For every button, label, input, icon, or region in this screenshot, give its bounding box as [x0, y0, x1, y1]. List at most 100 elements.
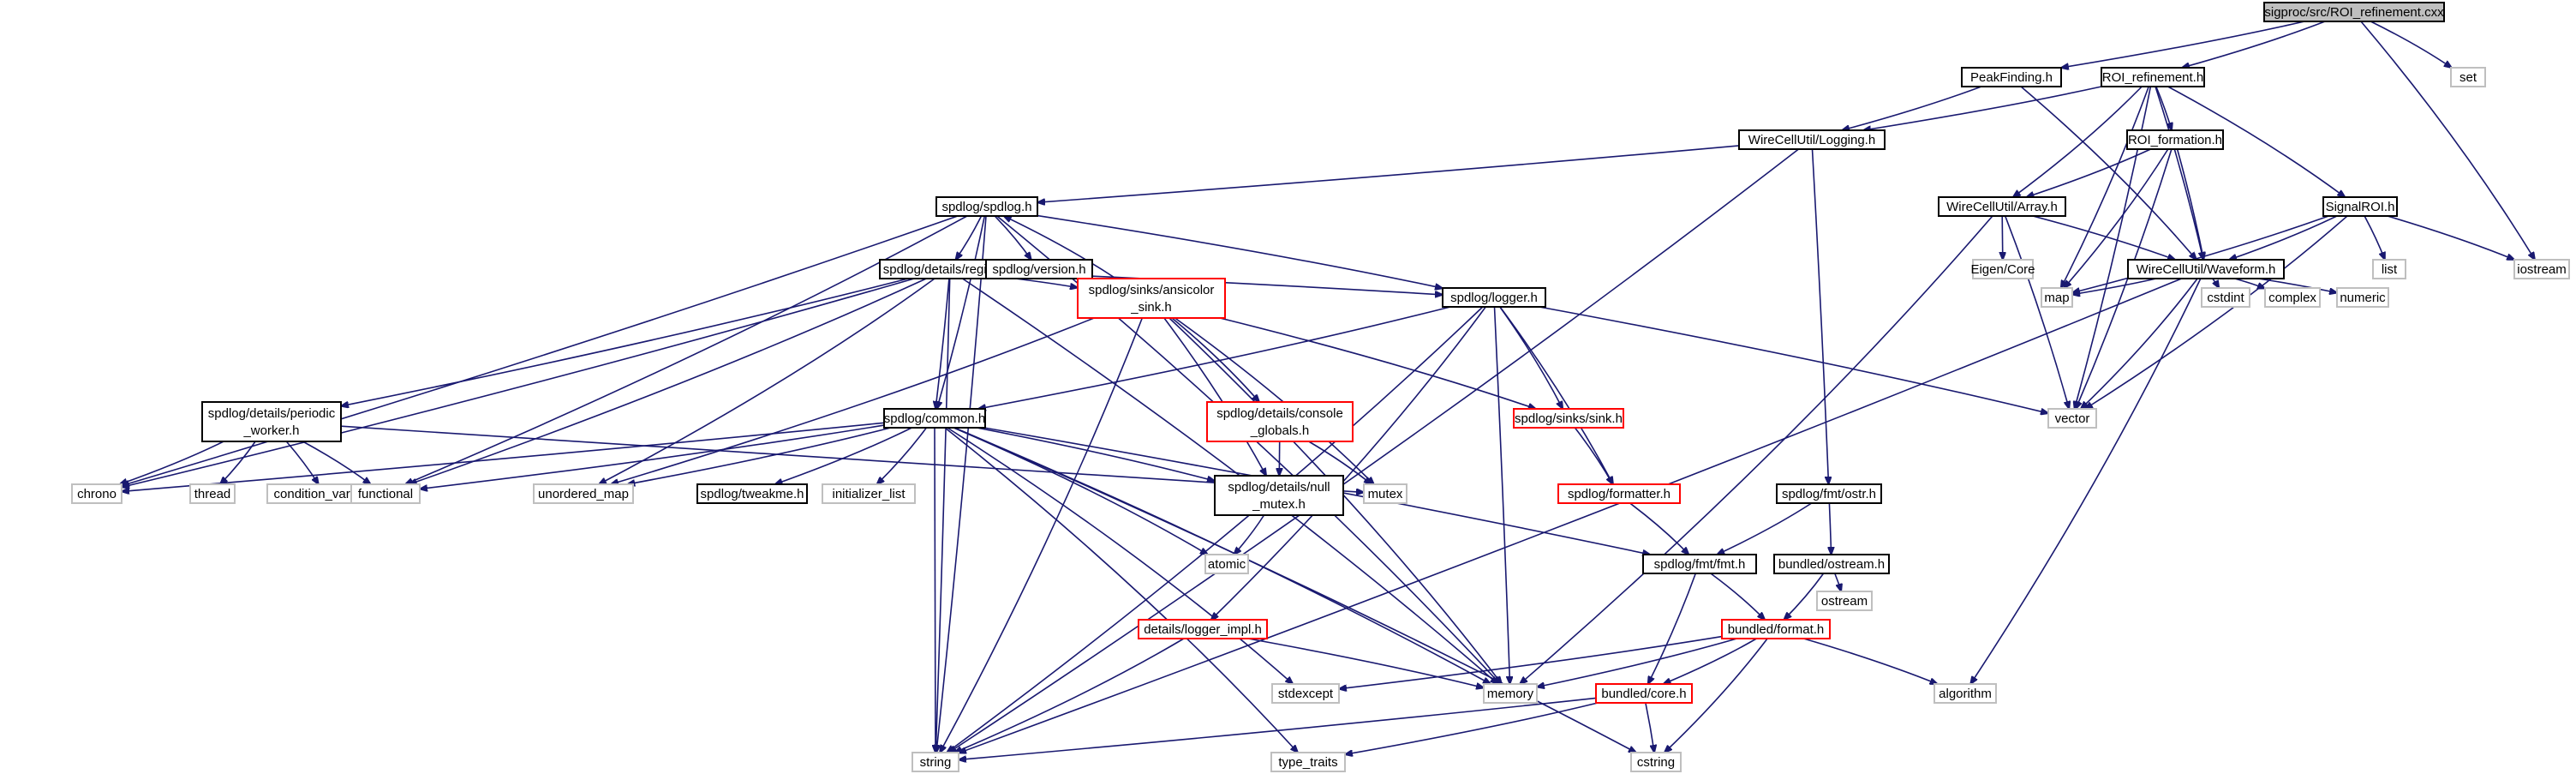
node-box-list[interactable]: [2372, 259, 2406, 279]
node-map[interactable]: map: [2041, 287, 2073, 308]
node-atomic[interactable]: atomic: [1204, 554, 1249, 574]
node-logging[interactable]: WireCellUtil/Logging.h: [1738, 129, 1886, 150]
node-box-chrono[interactable]: [71, 483, 123, 504]
node-box-roiref[interactable]: [2101, 67, 2205, 87]
node-vector[interactable]: vector: [2047, 408, 2097, 429]
node-box-thread[interactable]: [189, 483, 236, 504]
node-formatter[interactable]: spdlog/formatter.h: [1557, 483, 1681, 504]
node-algorithm[interactable]: algorithm: [1933, 683, 1997, 704]
node-string[interactable]: string: [911, 752, 959, 772]
node-box-algorithm[interactable]: [1933, 683, 1997, 704]
node-box-map[interactable]: [2041, 287, 2073, 308]
node-ostream[interactable]: ostream: [1816, 591, 1873, 611]
node-box-typetraits[interactable]: [1270, 752, 1346, 772]
node-ostr[interactable]: spdlog/fmt/ostr.h: [1776, 483, 1882, 504]
node-periodic[interactable]: spdlog/details/periodic_worker.h: [201, 401, 342, 442]
node-console[interactable]: spdlog/details/console_globals.h: [1206, 401, 1354, 442]
node-roiref[interactable]: ROI_refinement.h: [2101, 67, 2205, 87]
node-box-numeric[interactable]: [2336, 287, 2389, 308]
node-box-mutex[interactable]: [1363, 483, 1408, 504]
node-version[interactable]: spdlog/version.h: [985, 259, 1093, 279]
node-box-eigen[interactable]: [1972, 259, 2034, 279]
node-fmth[interactable]: spdlog/fmt/fmt.h: [1642, 554, 1757, 574]
node-bcore[interactable]: bundled/core.h: [1595, 683, 1693, 704]
node-box-ostr[interactable]: [1776, 483, 1882, 504]
node-memory[interactable]: memory: [1483, 683, 1538, 704]
node-box-ostream[interactable]: [1816, 591, 1873, 611]
node-tweakme[interactable]: spdlog/tweakme.h: [696, 483, 808, 504]
node-loggerimpl[interactable]: details/logger_impl.h: [1138, 619, 1268, 639]
node-box-sinkh[interactable]: [1513, 408, 1624, 429]
node-signalroi[interactable]: SignalROI.h: [2322, 196, 2398, 217]
node-box-set[interactable]: [2450, 67, 2486, 87]
node-box-vector[interactable]: [2047, 408, 2097, 429]
node-numeric[interactable]: numeric: [2336, 287, 2389, 308]
node-box-periodic[interactable]: [201, 401, 342, 442]
node-functional[interactable]: functional: [350, 483, 421, 504]
node-box-array[interactable]: [1938, 196, 2066, 217]
node-unordered[interactable]: unordered_map: [533, 483, 634, 504]
node-typetraits[interactable]: type_traits: [1270, 752, 1346, 772]
node-spdlog[interactable]: spdlog/spdlog.h: [935, 196, 1038, 217]
node-box-nullmutex[interactable]: [1214, 475, 1344, 516]
node-eigen[interactable]: Eigen/Core: [1970, 259, 2035, 279]
node-bostream[interactable]: bundled/ostream.h: [1773, 554, 1890, 574]
node-box-cstring[interactable]: [1630, 752, 1682, 772]
node-box-spdlog[interactable]: [935, 196, 1038, 217]
node-box-logger[interactable]: [1442, 287, 1546, 308]
node-box-string[interactable]: [911, 752, 959, 772]
node-box-common[interactable]: [883, 408, 986, 429]
node-box-roiform[interactable]: [2126, 129, 2224, 150]
node-ansicolor[interactable]: spdlog/sinks/ansicolor_sink.h: [1077, 278, 1226, 319]
node-box-memory[interactable]: [1483, 683, 1538, 704]
node-sinkh[interactable]: spdlog/sinks/sink.h: [1513, 408, 1624, 429]
node-box-waveform[interactable]: [2127, 259, 2285, 279]
node-array[interactable]: WireCellUtil/Array.h: [1938, 196, 2066, 217]
node-set[interactable]: set: [2450, 67, 2486, 87]
node-box-cstdint[interactable]: [2201, 287, 2250, 308]
node-box-iostream[interactable]: [2513, 259, 2570, 279]
node-box-atomic[interactable]: [1204, 554, 1249, 574]
node-box-ansicolor[interactable]: [1077, 278, 1226, 319]
node-box-bformat[interactable]: [1721, 619, 1831, 639]
node-box-logging[interactable]: [1738, 129, 1886, 150]
node-thread[interactable]: thread: [189, 483, 236, 504]
edge-roiform-to-map: [2064, 148, 2169, 288]
node-box-fmth[interactable]: [1642, 554, 1757, 574]
node-mutex[interactable]: mutex: [1363, 483, 1408, 504]
node-box-formatter[interactable]: [1557, 483, 1681, 504]
node-box-complex[interactable]: [2264, 287, 2321, 308]
node-logger[interactable]: spdlog/logger.h: [1442, 287, 1546, 308]
node-waveform[interactable]: WireCellUtil/Waveform.h: [2127, 259, 2285, 279]
node-chrono[interactable]: chrono: [71, 483, 123, 504]
node-box-peak[interactable]: [1961, 67, 2062, 87]
node-box-functional[interactable]: [350, 483, 421, 504]
node-box-signalroi[interactable]: [2322, 196, 2398, 217]
node-initlist[interactable]: initializer_list: [822, 483, 916, 504]
node-box-version[interactable]: [985, 259, 1093, 279]
node-box-console[interactable]: [1206, 401, 1354, 442]
node-common[interactable]: spdlog/common.h: [883, 408, 986, 429]
node-box-root[interactable]: [2263, 2, 2445, 22]
node-box-tweakme[interactable]: [696, 483, 808, 504]
edge-common-to-stdexcept: [947, 427, 1293, 684]
node-label-string: string: [920, 755, 952, 770]
node-nullmutex[interactable]: spdlog/details/null_mutex.h: [1214, 475, 1344, 516]
edge-spdlog-to-functional: [405, 215, 968, 484]
node-complex[interactable]: complex: [2264, 287, 2321, 308]
node-bformat[interactable]: bundled/format.h: [1721, 619, 1831, 639]
node-cstring[interactable]: cstring: [1630, 752, 1682, 772]
node-cstdint[interactable]: cstdint: [2201, 287, 2250, 308]
node-box-bostream[interactable]: [1773, 554, 1890, 574]
node-box-loggerimpl[interactable]: [1138, 619, 1268, 639]
node-list[interactable]: list: [2372, 259, 2406, 279]
node-iostream[interactable]: iostream: [2513, 259, 2570, 279]
node-box-initlist[interactable]: [822, 483, 916, 504]
node-box-unordered[interactable]: [533, 483, 634, 504]
node-peak[interactable]: PeakFinding.h: [1961, 67, 2062, 87]
node-roiform[interactable]: ROI_formation.h: [2126, 129, 2224, 150]
node-box-stdexcept[interactable]: [1271, 683, 1340, 704]
node-box-bcore[interactable]: [1595, 683, 1693, 704]
node-stdexcept[interactable]: stdexcept: [1271, 683, 1340, 704]
node-root[interactable]: sigproc/src/ROI_refinement.cxx: [2263, 2, 2445, 22]
